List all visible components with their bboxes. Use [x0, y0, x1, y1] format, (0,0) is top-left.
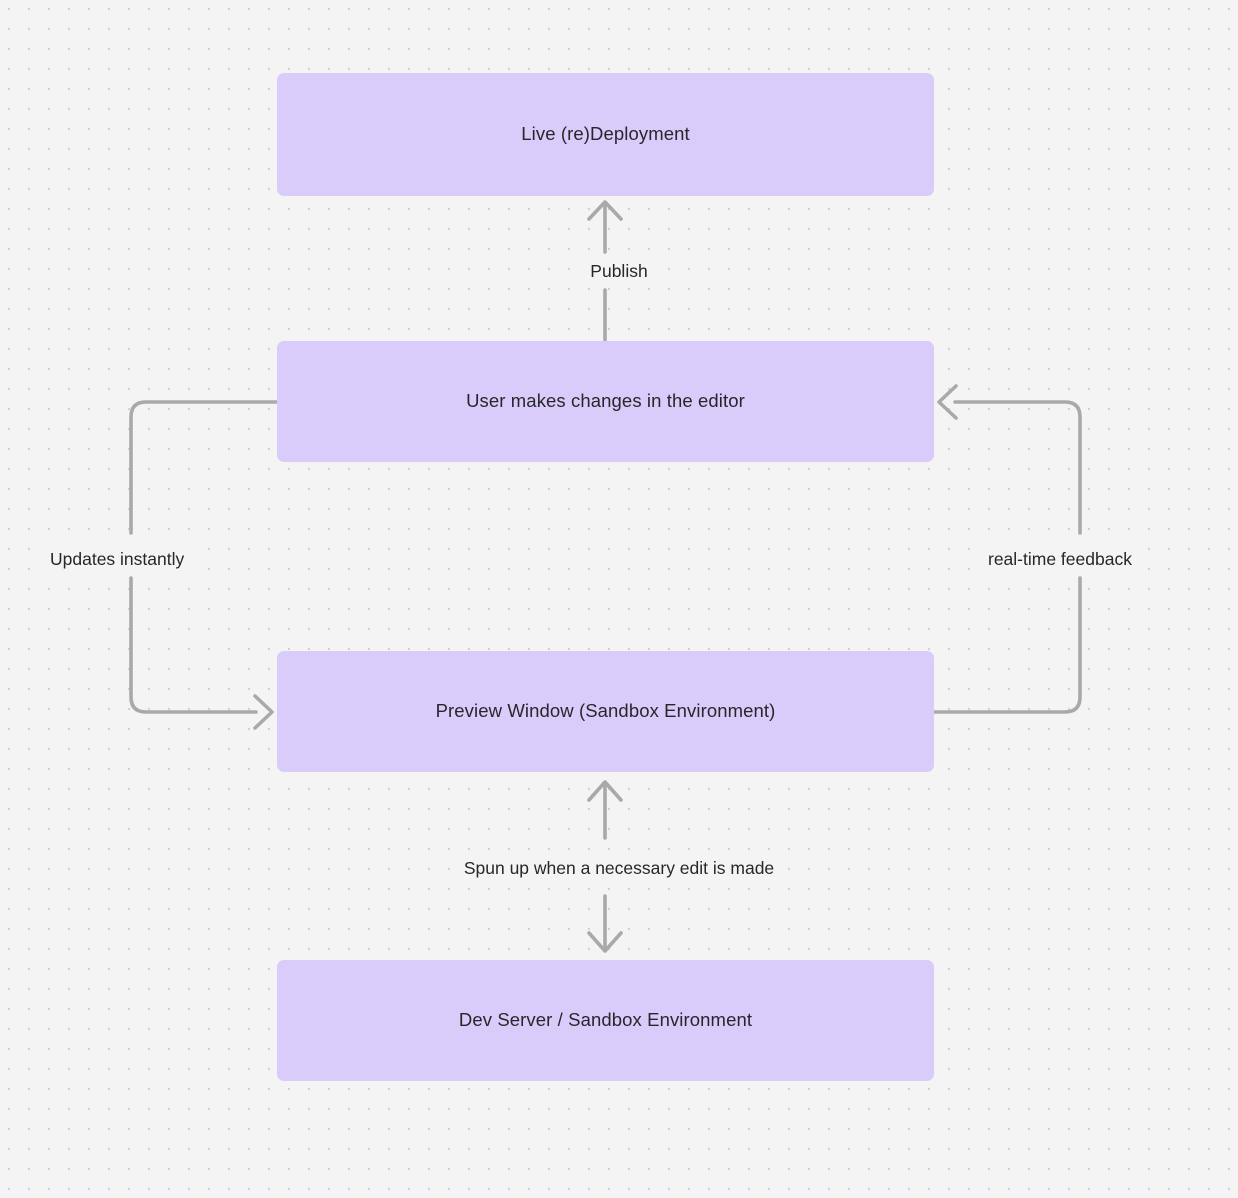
- node-live-deployment[interactable]: Live (re)Deployment: [277, 73, 934, 196]
- edge-label-spun-up[interactable]: Spun up when a necessary edit is made: [457, 856, 781, 881]
- edge-label-updates-instantly[interactable]: Updates instantly: [44, 547, 191, 572]
- node-preview-window-label: Preview Window (Sandbox Environment): [435, 700, 776, 722]
- node-dev-server-label: Dev Server / Sandbox Environment: [458, 1009, 753, 1031]
- node-dev-server[interactable]: Dev Server / Sandbox Environment: [277, 960, 934, 1081]
- node-live-deployment-label: Live (re)Deployment: [521, 123, 690, 145]
- edge-label-publish[interactable]: Publish: [584, 259, 654, 284]
- node-preview-window[interactable]: Preview Window (Sandbox Environment): [277, 651, 934, 772]
- edge-label-real-time-feedback[interactable]: real-time feedback: [982, 547, 1138, 572]
- node-editor-label: User makes changes in the editor: [466, 390, 745, 412]
- node-editor[interactable]: User makes changes in the editor: [277, 341, 934, 462]
